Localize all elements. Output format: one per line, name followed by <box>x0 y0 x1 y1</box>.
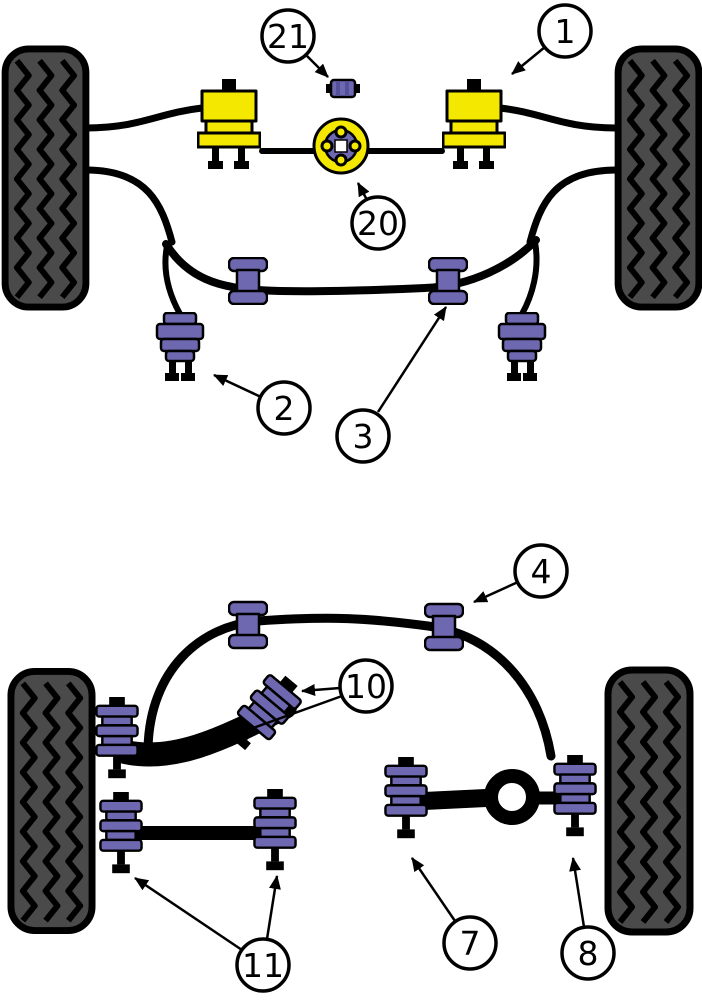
front-subframe-tube-right-lower <box>526 166 620 246</box>
callout-label: 11 <box>242 946 284 985</box>
arrow-to-part-20 <box>356 182 370 201</box>
drop-link-bushing-left <box>155 312 205 383</box>
callout-circle <box>335 408 391 464</box>
callout-label: 20 <box>357 204 399 243</box>
front-subframe-tube-right-upper <box>496 104 620 132</box>
front-left-tire <box>5 49 86 307</box>
arrow-to-part-7 <box>410 857 457 922</box>
round-mount-20 <box>312 117 370 175</box>
rear-anti-roll-bar <box>143 613 556 761</box>
front-arb-bushing-left <box>228 257 268 305</box>
front-subframe-tube-left-lower <box>82 166 176 246</box>
rear-link-bar <box>415 789 495 810</box>
callout-arrows <box>134 46 586 952</box>
drop-link-bushing-right <box>497 312 547 383</box>
arrow-to-part-11-b <box>265 875 281 940</box>
callout-10: 10 <box>338 658 394 714</box>
engine-mount-right <box>442 77 506 171</box>
rear-right-tire <box>608 670 690 932</box>
callout-8: 8 <box>560 925 616 981</box>
front-drop-link-right <box>519 239 540 317</box>
callout-label: 8 <box>578 934 599 973</box>
small-bushing-21 <box>326 78 360 99</box>
trailing-arm-front-bushing <box>95 697 139 780</box>
rear-link-ring <box>484 769 540 825</box>
callout-label: 21 <box>267 17 309 56</box>
callout-label: 1 <box>555 12 576 51</box>
callouts: 21 1 20 2 3 4 10 11 <box>235 3 616 993</box>
arrow-to-part-10-b <box>155 694 343 765</box>
arrow-to-part-1 <box>511 46 546 75</box>
callout-label: 7 <box>460 924 481 963</box>
callout-circle <box>256 380 312 436</box>
callout-circle <box>350 195 406 251</box>
callout-label: 4 <box>531 552 552 591</box>
callout-label: 10 <box>345 667 387 706</box>
callout-circle <box>560 925 616 981</box>
callout-3: 3 <box>335 408 391 464</box>
lower-arm-bushing-left <box>99 792 143 875</box>
callout-7: 7 <box>442 915 498 971</box>
rear-suspension-group <box>11 600 690 932</box>
callout-circle <box>338 658 394 714</box>
front-drop-link-left <box>162 243 183 317</box>
arrow-to-part-21 <box>305 54 329 78</box>
arrow-to-part-3 <box>376 306 448 413</box>
front-suspension-group <box>5 49 699 383</box>
callout-label: 2 <box>274 389 295 428</box>
callout-21: 21 <box>260 8 316 64</box>
front-subframe-tube-left-upper <box>82 104 206 132</box>
engine-mount-left <box>197 77 261 171</box>
front-right-tire <box>618 49 699 307</box>
callout-4: 4 <box>513 543 569 599</box>
arrow-to-part-4 <box>473 580 519 604</box>
callout-11: 11 <box>235 937 291 993</box>
link-bushing-7 <box>384 757 428 840</box>
callout-1: 1 <box>537 3 593 59</box>
callout-label: 3 <box>353 417 374 456</box>
rear-left-tire <box>11 671 92 930</box>
callout-circle <box>442 915 498 971</box>
arrow-to-part-11-a <box>134 876 243 952</box>
callout-20: 20 <box>350 195 406 251</box>
callout-circle <box>235 937 291 993</box>
arrow-to-part-10-a <box>301 683 341 696</box>
callout-circle <box>513 543 569 599</box>
link-bushing-8 <box>553 755 597 838</box>
arrow-to-part-2 <box>213 373 262 399</box>
lower-arm-bushing-right <box>253 789 297 872</box>
callout-circle <box>537 3 593 59</box>
callout-circle <box>260 8 316 64</box>
arrow-to-part-8 <box>569 857 586 928</box>
callout-2: 2 <box>256 380 312 436</box>
front-anti-roll-bar <box>162 236 540 296</box>
